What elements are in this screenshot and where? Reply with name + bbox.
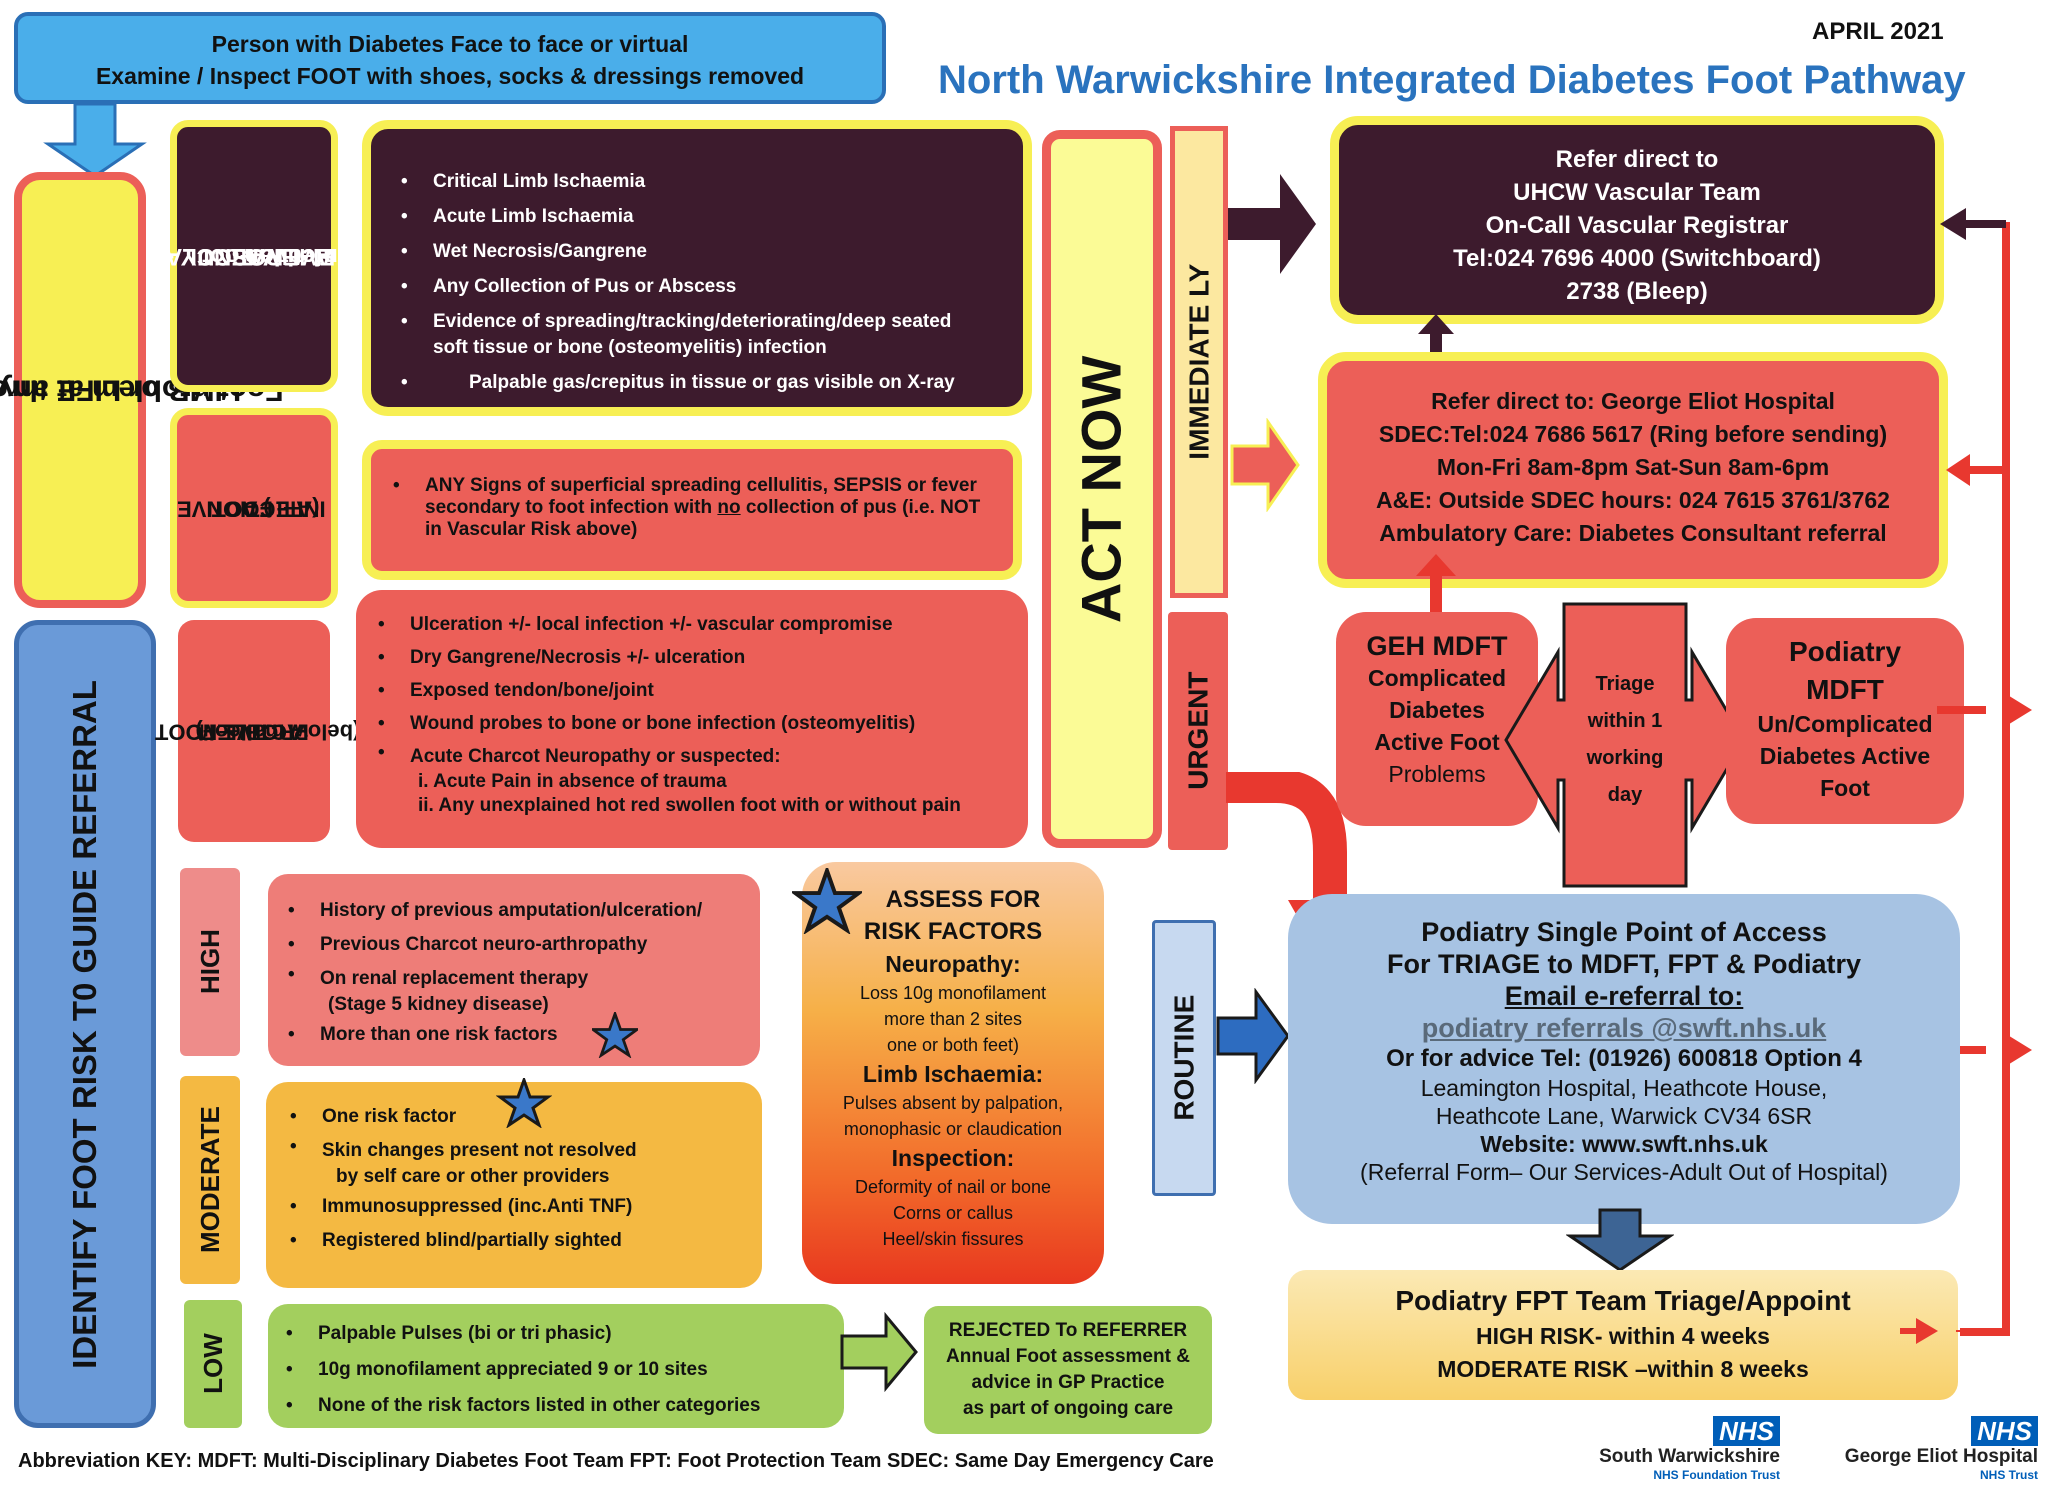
moderate-item: Immunosuppressed (inc.Anti TNF) <box>278 1190 752 1224</box>
spa-box: Podiatry Single Point of Access For TRIA… <box>1288 894 1960 1224</box>
double-arrow-icon <box>1504 602 1746 888</box>
high-list-box: History of previous amputation/ulceratio… <box>268 874 760 1066</box>
afp-list-box: Ulceration +/- local infection +/- vascu… <box>356 590 1028 848</box>
assess-risk-box: ASSESS FOR RISK FACTORS Neuropathy: Loss… <box>802 862 1104 1284</box>
geh-mdft-box: GEH MDFT Complicated Diabetes Active Foo… <box>1336 612 1538 826</box>
afp-item: Wound probes to bone or bone infection (… <box>366 707 1012 740</box>
star-icon <box>496 1078 552 1128</box>
rejected-box: REJECTED To REFERRER Annual Foot assessm… <box>924 1306 1212 1434</box>
nhs-logo-icon: NHS <box>1713 1416 1780 1446</box>
feedback-lines <box>1937 208 2032 1336</box>
star-icon <box>792 868 862 934</box>
vascular-item: Palpable gas/crepitus in tissue or gas v… <box>389 370 1003 396</box>
logo-george-eliot: NHS George Eliot Hospital NHS Trust <box>1844 1416 2038 1482</box>
logo-south-warwickshire: NHS South Warwickshire NHS Foundation Tr… <box>1599 1416 1780 1482</box>
afp-item: Acute Charcot Neuropathy or suspected: <box>366 740 1012 770</box>
page-title: North Warwickshire Integrated Diabetes F… <box>938 58 1966 102</box>
vascular-list-box: Critical Limb Ischaemia Acute Limb Ischa… <box>362 120 1032 416</box>
immediately-label: IMMEDIATE LY <box>1170 126 1228 598</box>
up-arrow-icon <box>1416 554 1456 614</box>
up-arrow-icon <box>1418 314 1454 372</box>
afp-sub-1: i. Acute Pain in absence of trauma <box>418 771 727 792</box>
right-arrow-icon <box>1216 988 1290 1084</box>
right-arrow-icon <box>1900 1318 1938 1344</box>
moderate-sub: by self care or other providers <box>336 1166 610 1187</box>
low-item: Palpable Pulses (bi or tri phasic) <box>274 1316 834 1352</box>
afi-item: ANY Signs of superficial spreading cellu… <box>381 475 993 541</box>
down-arrow-icon <box>1566 1208 1674 1272</box>
nhs-logo-icon: NHS <box>1971 1416 2038 1446</box>
category-high: HIGH <box>180 868 240 1056</box>
vascular-item: Any Collection of Pus or Abscess <box>389 274 1003 300</box>
fpt-box: Podiatry FPT Team Triage/Appoint HIGH RI… <box>1288 1270 1958 1400</box>
high-item: History of previous amputation/ulceratio… <box>276 894 750 928</box>
geh-box: Refer direct to: George Eliot Hospital S… <box>1318 352 1948 588</box>
high-item: Previous Charcot neuro-arthropathy <box>276 928 750 962</box>
afp-item: Ulceration +/- local infection +/- vascu… <box>366 608 1012 641</box>
top-box-line1: Person with Diabetes Face to face or vir… <box>211 31 689 57</box>
top-box: Person with Diabetes Face to face or vir… <box>14 12 886 104</box>
low-item: None of the risk factors listed in other… <box>274 1388 834 1424</box>
vascular-item: Acute Limb Ischaemia <box>389 204 1003 230</box>
right-arrow-icon <box>1230 418 1300 512</box>
urgent-label: URGENT <box>1168 612 1228 850</box>
high-item: On renal replacement therapy <box>276 962 750 992</box>
top-box-line2: Examine / Inspect FOOT with shoes, socks… <box>95 63 805 89</box>
afp-item: Dry Gangrene/Necrosis +/- ulceration <box>366 641 1012 674</box>
vascular-item: Critical Limb Ischaemia <box>389 169 1003 195</box>
abbreviation-key: Abbreviation KEY: MDFT: Multi-Disciplina… <box>18 1450 1214 1472</box>
high-sub: (Stage 5 kidney disease) <box>328 994 549 1015</box>
afp-sub-2: ii. Any unexplained hot red swollen foot… <box>418 795 961 816</box>
limb-threatening-label: LIMB or LIFE threateningFoot problem at … <box>0 172 284 608</box>
category-moderate: MODERATE <box>180 1076 240 1284</box>
date-label: APRIL 2021 <box>1812 18 1944 45</box>
moderate-item: Registered blind/partially sighted <box>278 1224 752 1258</box>
afi-list-box: ANY Signs of superficial spreading cellu… <box>362 440 1022 580</box>
moderate-item: One risk factor <box>278 1100 752 1134</box>
routine-label: ROUTINE <box>1152 920 1216 1196</box>
email-link[interactable]: podiatry referrals @swft.nhs.uk <box>1421 1013 1827 1043</box>
right-arrow-icon <box>840 1312 918 1392</box>
star-icon <box>592 1012 638 1058</box>
vascular-item: Wet Necrosis/Gangrene <box>389 239 1003 265</box>
high-item: More than one risk factors <box>276 1018 750 1052</box>
act-now-label: ACT NOW <box>1042 130 1162 848</box>
low-list-box: Palpable Pulses (bi or tri phasic) 10g m… <box>268 1304 844 1428</box>
vascular-item: Evidence of spreading/tracking/deteriora… <box>389 309 1003 361</box>
category-low: LOW <box>184 1300 242 1428</box>
moderate-item: Skin changes present not resolved <box>278 1134 752 1164</box>
triage-text: Triage within 1 working day <box>1586 673 1664 806</box>
podiatry-mdft-box: Podiatry MDFT Un/Complicated Diabetes Ac… <box>1726 618 1964 824</box>
afp-item: Exposed tendon/bone/joint <box>366 674 1012 707</box>
down-arrow-icon <box>43 104 147 178</box>
low-item: 10g monofilament appreciated 9 or 10 sit… <box>274 1352 834 1388</box>
right-arrow-icon <box>1228 174 1316 274</box>
uhcw-box: Refer direct to UHCW Vascular Team On-Ca… <box>1330 116 1944 324</box>
identify-risk-label: IDENTIFY FOOT RISK T0 GUIDE REFERRAL <box>14 620 156 1428</box>
